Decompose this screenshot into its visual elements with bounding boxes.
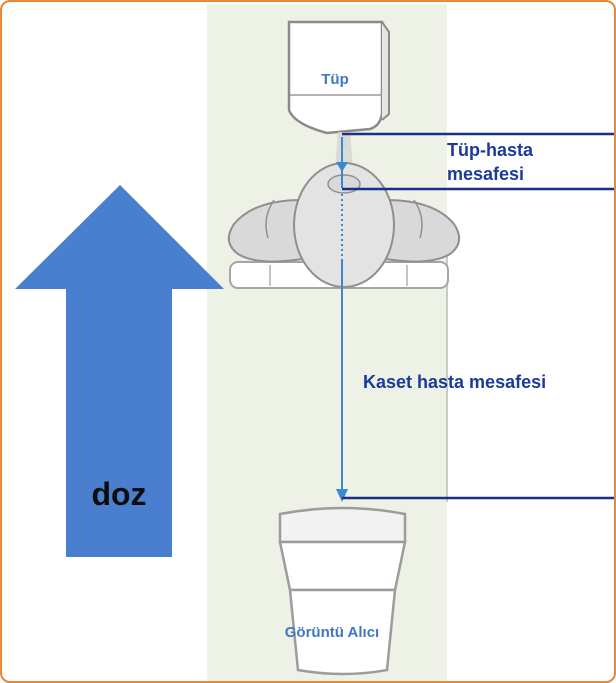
cassette-patient-label: Kaset hasta mesafesi [363,372,546,392]
tube-patient-label-line1: Tüp-hasta [447,140,534,160]
image-receptor [278,506,407,676]
tube-label: Tüp [321,71,349,88]
dose-arrow [15,185,224,557]
tube-patient-arrow-head [336,162,348,172]
tube-patient-label-line2: mesafesi [447,164,524,184]
receptor-label: Görüntü Alıcı [285,624,379,641]
patient-figure [227,162,461,289]
cassette-patient-arrow-head [336,489,348,502]
dose-label: doz [91,476,146,512]
